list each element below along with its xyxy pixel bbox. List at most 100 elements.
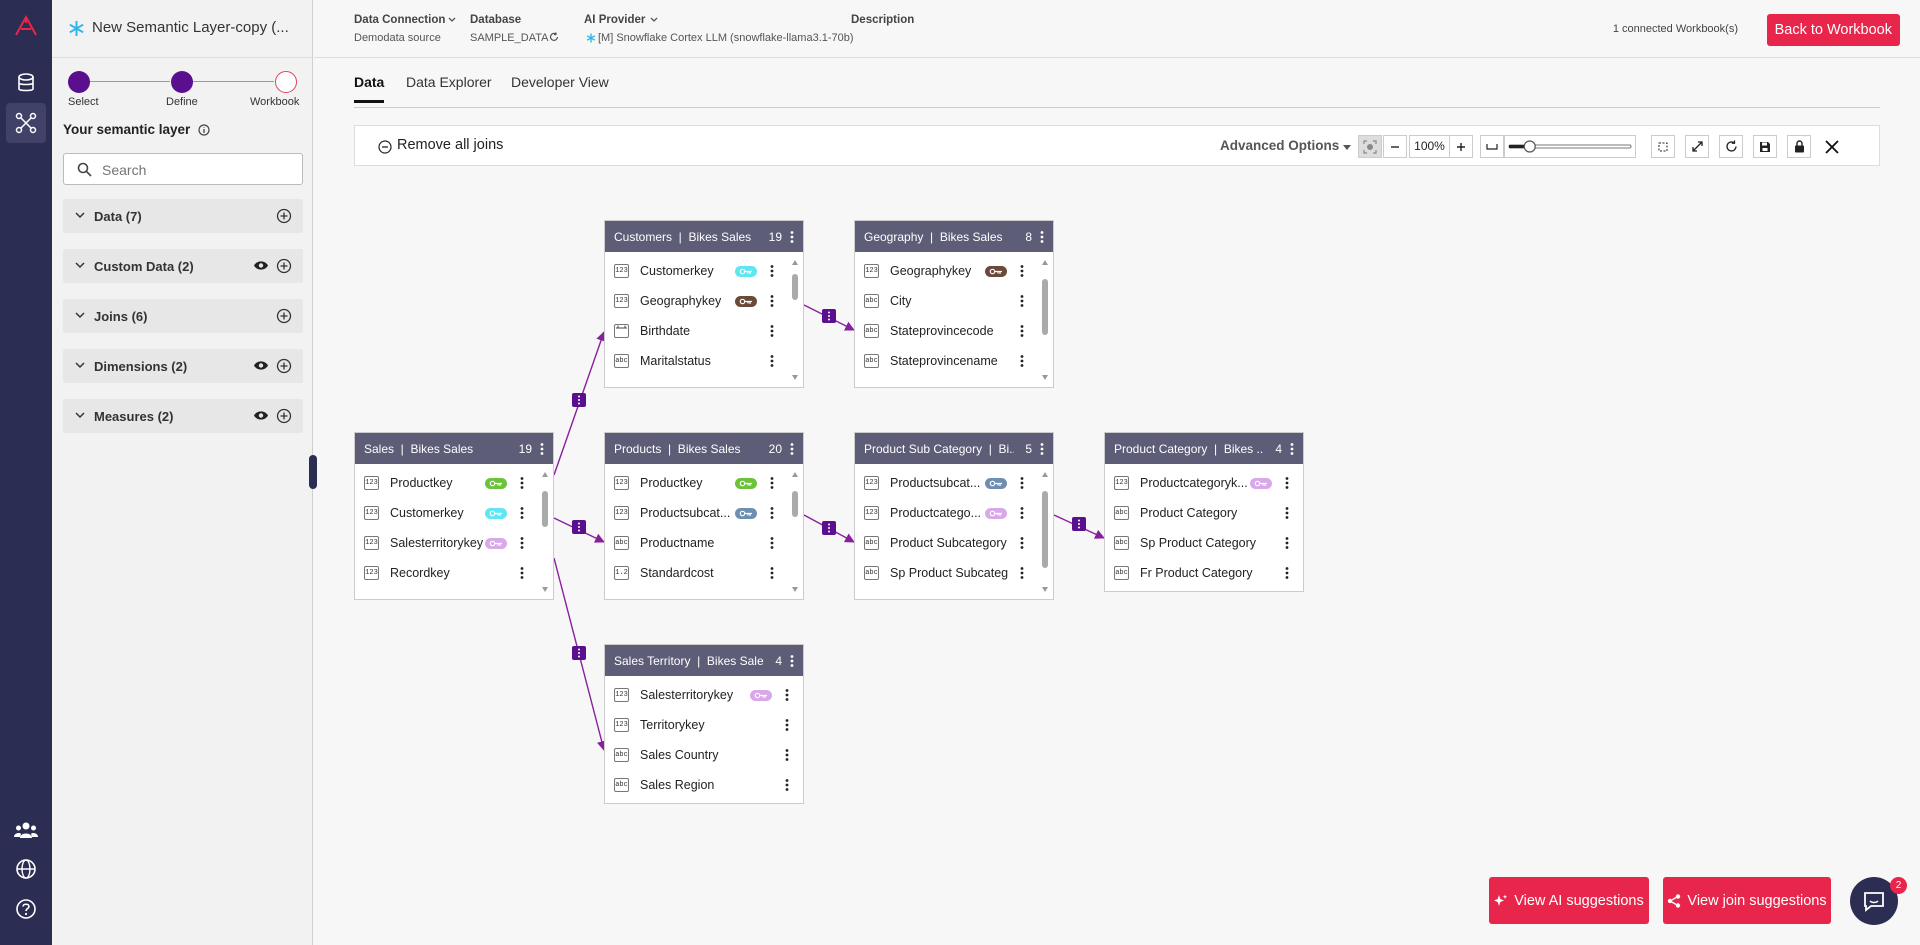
add-circle-icon[interactable] xyxy=(276,358,292,374)
add-circle-icon[interactable] xyxy=(276,408,292,424)
back-to-workbook-button[interactable]: Back to Workbook xyxy=(1766,14,1900,46)
scroll-thumb[interactable] xyxy=(792,274,798,300)
field-menu-button[interactable] xyxy=(520,536,524,550)
section-dimensions[interactable]: Dimensions (2) xyxy=(63,349,303,383)
field-menu-button[interactable] xyxy=(785,688,789,702)
close-button[interactable] xyxy=(1821,136,1843,158)
field-menu-button[interactable] xyxy=(770,506,774,520)
select-area-button[interactable] xyxy=(1651,135,1675,158)
remove-all-joins-button[interactable]: Remove all joins xyxy=(377,137,503,153)
field-menu-button[interactable] xyxy=(1020,264,1024,278)
logo-icon[interactable] xyxy=(6,6,46,46)
table-scrollbar[interactable] xyxy=(541,471,549,593)
semantic-layer-icon[interactable] xyxy=(6,103,46,143)
table-header[interactable]: Product Category | Bikes ...4 xyxy=(1105,433,1303,464)
help-icon[interactable] xyxy=(6,889,46,929)
section-joins[interactable]: Joins (6) xyxy=(63,299,303,333)
eye-icon[interactable] xyxy=(253,410,269,421)
field-menu-button[interactable] xyxy=(770,264,774,278)
field-menu-button[interactable] xyxy=(1285,536,1289,550)
field-menu-button[interactable] xyxy=(1020,476,1024,490)
view-ai-suggestions-button[interactable]: View AI suggestions xyxy=(1489,877,1649,924)
view-join-suggestions-button[interactable]: View join suggestions xyxy=(1663,877,1831,924)
field-menu-button[interactable] xyxy=(1020,294,1024,308)
join-menu-button[interactable] xyxy=(572,520,586,534)
field-menu-button[interactable] xyxy=(770,354,774,368)
add-circle-icon[interactable] xyxy=(276,208,292,224)
reset-button[interactable] xyxy=(1719,135,1743,158)
field-row[interactable]: Birthdate xyxy=(605,316,803,346)
globe-icon[interactable] xyxy=(6,849,46,889)
tab-data-explorer[interactable]: Data Explorer xyxy=(406,74,492,90)
scroll-thumb[interactable] xyxy=(1042,491,1048,568)
field-menu-button[interactable] xyxy=(1285,476,1289,490)
field-menu-button[interactable] xyxy=(770,294,774,308)
search-input[interactable] xyxy=(102,160,292,180)
zoom-in-button[interactable] xyxy=(1449,135,1473,158)
scroll-thumb[interactable] xyxy=(792,491,798,517)
table-menu-button[interactable] xyxy=(540,442,544,456)
step-workbook-dot[interactable] xyxy=(275,71,297,93)
fit-view-button[interactable] xyxy=(1358,135,1382,158)
table-menu-button[interactable] xyxy=(790,654,794,668)
eye-icon[interactable] xyxy=(253,360,269,371)
eye-icon[interactable] xyxy=(253,260,269,271)
field-menu-button[interactable] xyxy=(1020,566,1024,580)
field-menu-button[interactable] xyxy=(1020,354,1024,368)
join-menu-button[interactable] xyxy=(572,646,586,660)
table-scrollbar[interactable] xyxy=(791,259,799,381)
refresh-icon[interactable] xyxy=(549,32,559,42)
field-menu-button[interactable] xyxy=(1285,566,1289,580)
join-menu-button[interactable] xyxy=(822,309,836,323)
step-select-dot[interactable] xyxy=(68,71,90,93)
field-menu-button[interactable] xyxy=(770,566,774,580)
field-menu-button[interactable] xyxy=(520,506,524,520)
section-data[interactable]: Data (7) xyxy=(63,199,303,233)
field-menu-button[interactable] xyxy=(520,476,524,490)
field-menu-button[interactable] xyxy=(1020,506,1024,520)
join-menu-button[interactable] xyxy=(572,393,586,407)
expand-button[interactable] xyxy=(1685,135,1709,158)
table-menu-button[interactable] xyxy=(1040,442,1044,456)
table-scrollbar[interactable] xyxy=(1041,471,1049,593)
zoom-out-button[interactable] xyxy=(1383,135,1407,158)
field-menu-button[interactable] xyxy=(785,748,789,762)
chevron-down-icon[interactable] xyxy=(448,17,456,22)
tab-data[interactable]: Data xyxy=(354,74,385,103)
save-button[interactable] xyxy=(1753,135,1777,158)
join-menu-button[interactable] xyxy=(822,521,836,535)
spacing-slider[interactable] xyxy=(1504,135,1636,158)
section-measures[interactable]: Measures (2) xyxy=(63,399,303,433)
semantic-layer-title[interactable]: New Semantic Layer-copy (... xyxy=(92,19,289,36)
